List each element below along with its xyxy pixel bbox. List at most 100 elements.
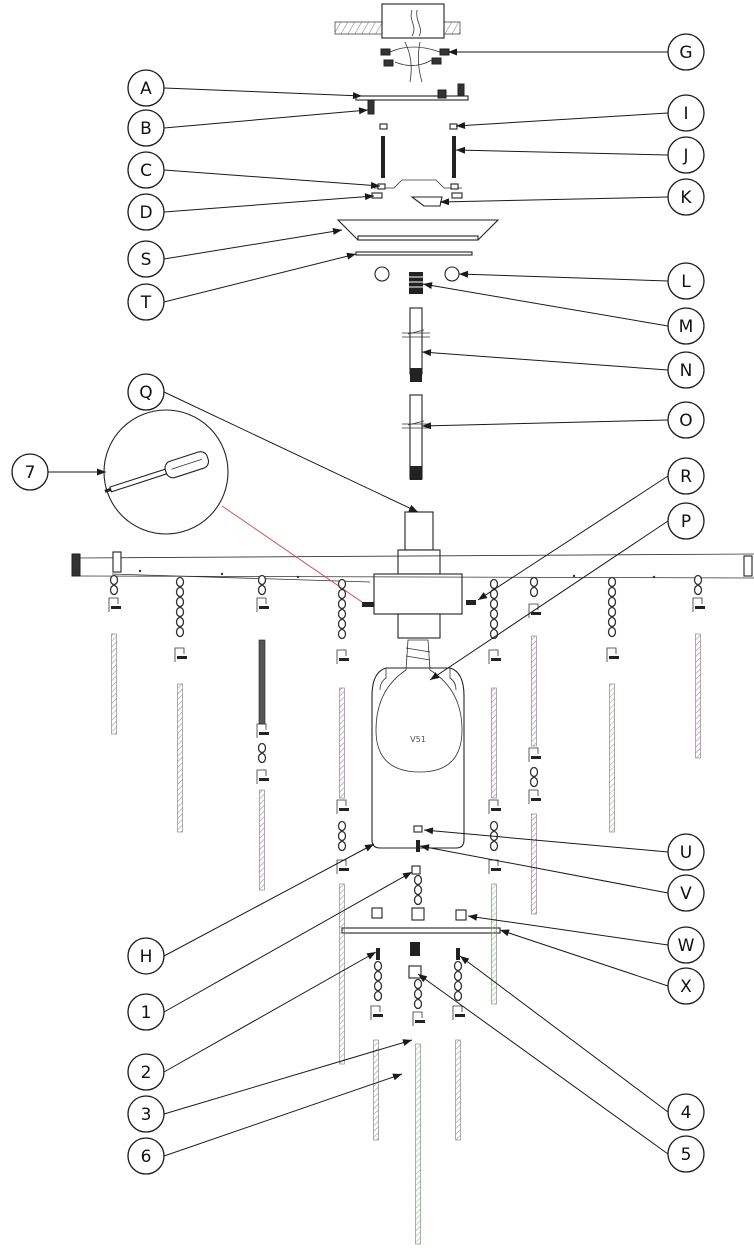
chain-link [453,970,463,982]
chain-link [413,978,423,990]
canopy [336,219,500,256]
callout-5: 5 [667,1135,705,1173]
clip-hook [606,647,617,662]
clip-bar [609,656,619,659]
leader-arrow-5 [418,974,428,983]
callout-label: O [679,411,692,431]
clip-bar [491,658,501,661]
clip-bar [259,778,269,781]
wire-connectors [380,41,450,83]
chain-link [607,626,617,638]
leader-line-T [163,253,357,303]
chain-link [413,988,423,1000]
chain-link [109,574,119,586]
chain-link [529,776,539,788]
crystal-strand-3a [258,639,266,725]
chain-link [175,626,185,638]
chain-bottom-center [413,978,423,1010]
callout-label: A [140,79,152,99]
callout-H: H [127,937,165,975]
clip-bar [259,606,269,609]
clip-bar [339,808,349,811]
chain-link [337,830,347,842]
leader-arrow-2 [366,952,376,960]
chain-link [257,752,267,764]
chain-link [337,588,347,600]
callout-label: 5 [681,1145,692,1165]
clip-hook [488,859,499,874]
callout-circle [667,178,705,216]
clip-bar [491,808,501,811]
clip-strand-4c [336,859,349,874]
leader-arrow-N [422,349,432,357]
chain-link [489,840,499,852]
chain-link [413,884,423,896]
chain-link [489,608,499,620]
leader-line-U [423,829,669,853]
callout-label: I [683,104,688,124]
clip-strand-6b [528,747,541,762]
clip-strand-3b [256,723,269,738]
callout-label: W [678,936,695,956]
callout-label: H [140,947,153,967]
callout-circle [667,1135,705,1173]
leader-arrow-W [468,913,478,921]
stems [402,307,430,480]
leader-line-L [458,273,669,282]
chain-link [413,998,423,1010]
clip-hook [488,799,499,814]
callout-circle [667,136,705,174]
callout-circle [127,1095,165,1133]
callout-N: N [667,351,705,389]
clip-strand-8 [692,597,705,612]
bulb-and-shade: V51 [371,639,465,849]
callout-circle [667,502,705,540]
leader-line-X [499,929,669,987]
leader-line-B [163,109,369,129]
leader-arrow-O [422,422,432,430]
chain-link [413,874,423,886]
callout-P: P [667,502,705,540]
crystal-strand-6b [531,813,537,915]
chain-strand-8 [693,574,703,596]
leader-line-K [439,196,669,203]
callout-4: 4 [667,1093,705,1131]
leader-arrow-1 [402,872,412,880]
leader-arrow-J [456,146,466,154]
clip-bar [695,606,705,609]
chain-link [337,578,347,590]
ceiling-junction-box [334,3,461,39]
clip-hook [692,597,703,612]
chain-link [607,616,617,628]
chain-link [337,608,347,620]
clip-strand-4b [336,799,349,814]
callout-I: I [667,94,705,132]
crystal-bottom-right [455,1039,461,1141]
leader-arrow-B [358,107,368,115]
leader-arrow-L [459,270,469,278]
callout-S: S [127,240,165,278]
chain-link [175,596,185,608]
crystal-strand-8 [695,633,701,759]
callout-label: 3 [141,1105,152,1125]
callout-G: G [667,33,705,71]
leader-line-5 [417,973,669,1155]
leader-arrow-R [478,592,488,600]
callout-circle [127,283,165,321]
callout-C: C [127,151,165,189]
clip-bar [339,658,349,661]
clip-hook [452,1005,463,1020]
clip-hook [528,789,539,804]
crystal-strand-7 [609,683,615,833]
callout-circle [127,151,165,189]
bottom-hardware [376,942,460,979]
crystal-bottom-left [373,1039,379,1141]
callout-label: M [679,317,694,337]
hanging-crystals [111,633,701,1245]
crystal-strand-4 [339,687,345,799]
leader-line-O [421,419,669,427]
clip-bar [455,1014,465,1017]
clip-hook [256,597,267,612]
clip-hook [528,603,539,618]
